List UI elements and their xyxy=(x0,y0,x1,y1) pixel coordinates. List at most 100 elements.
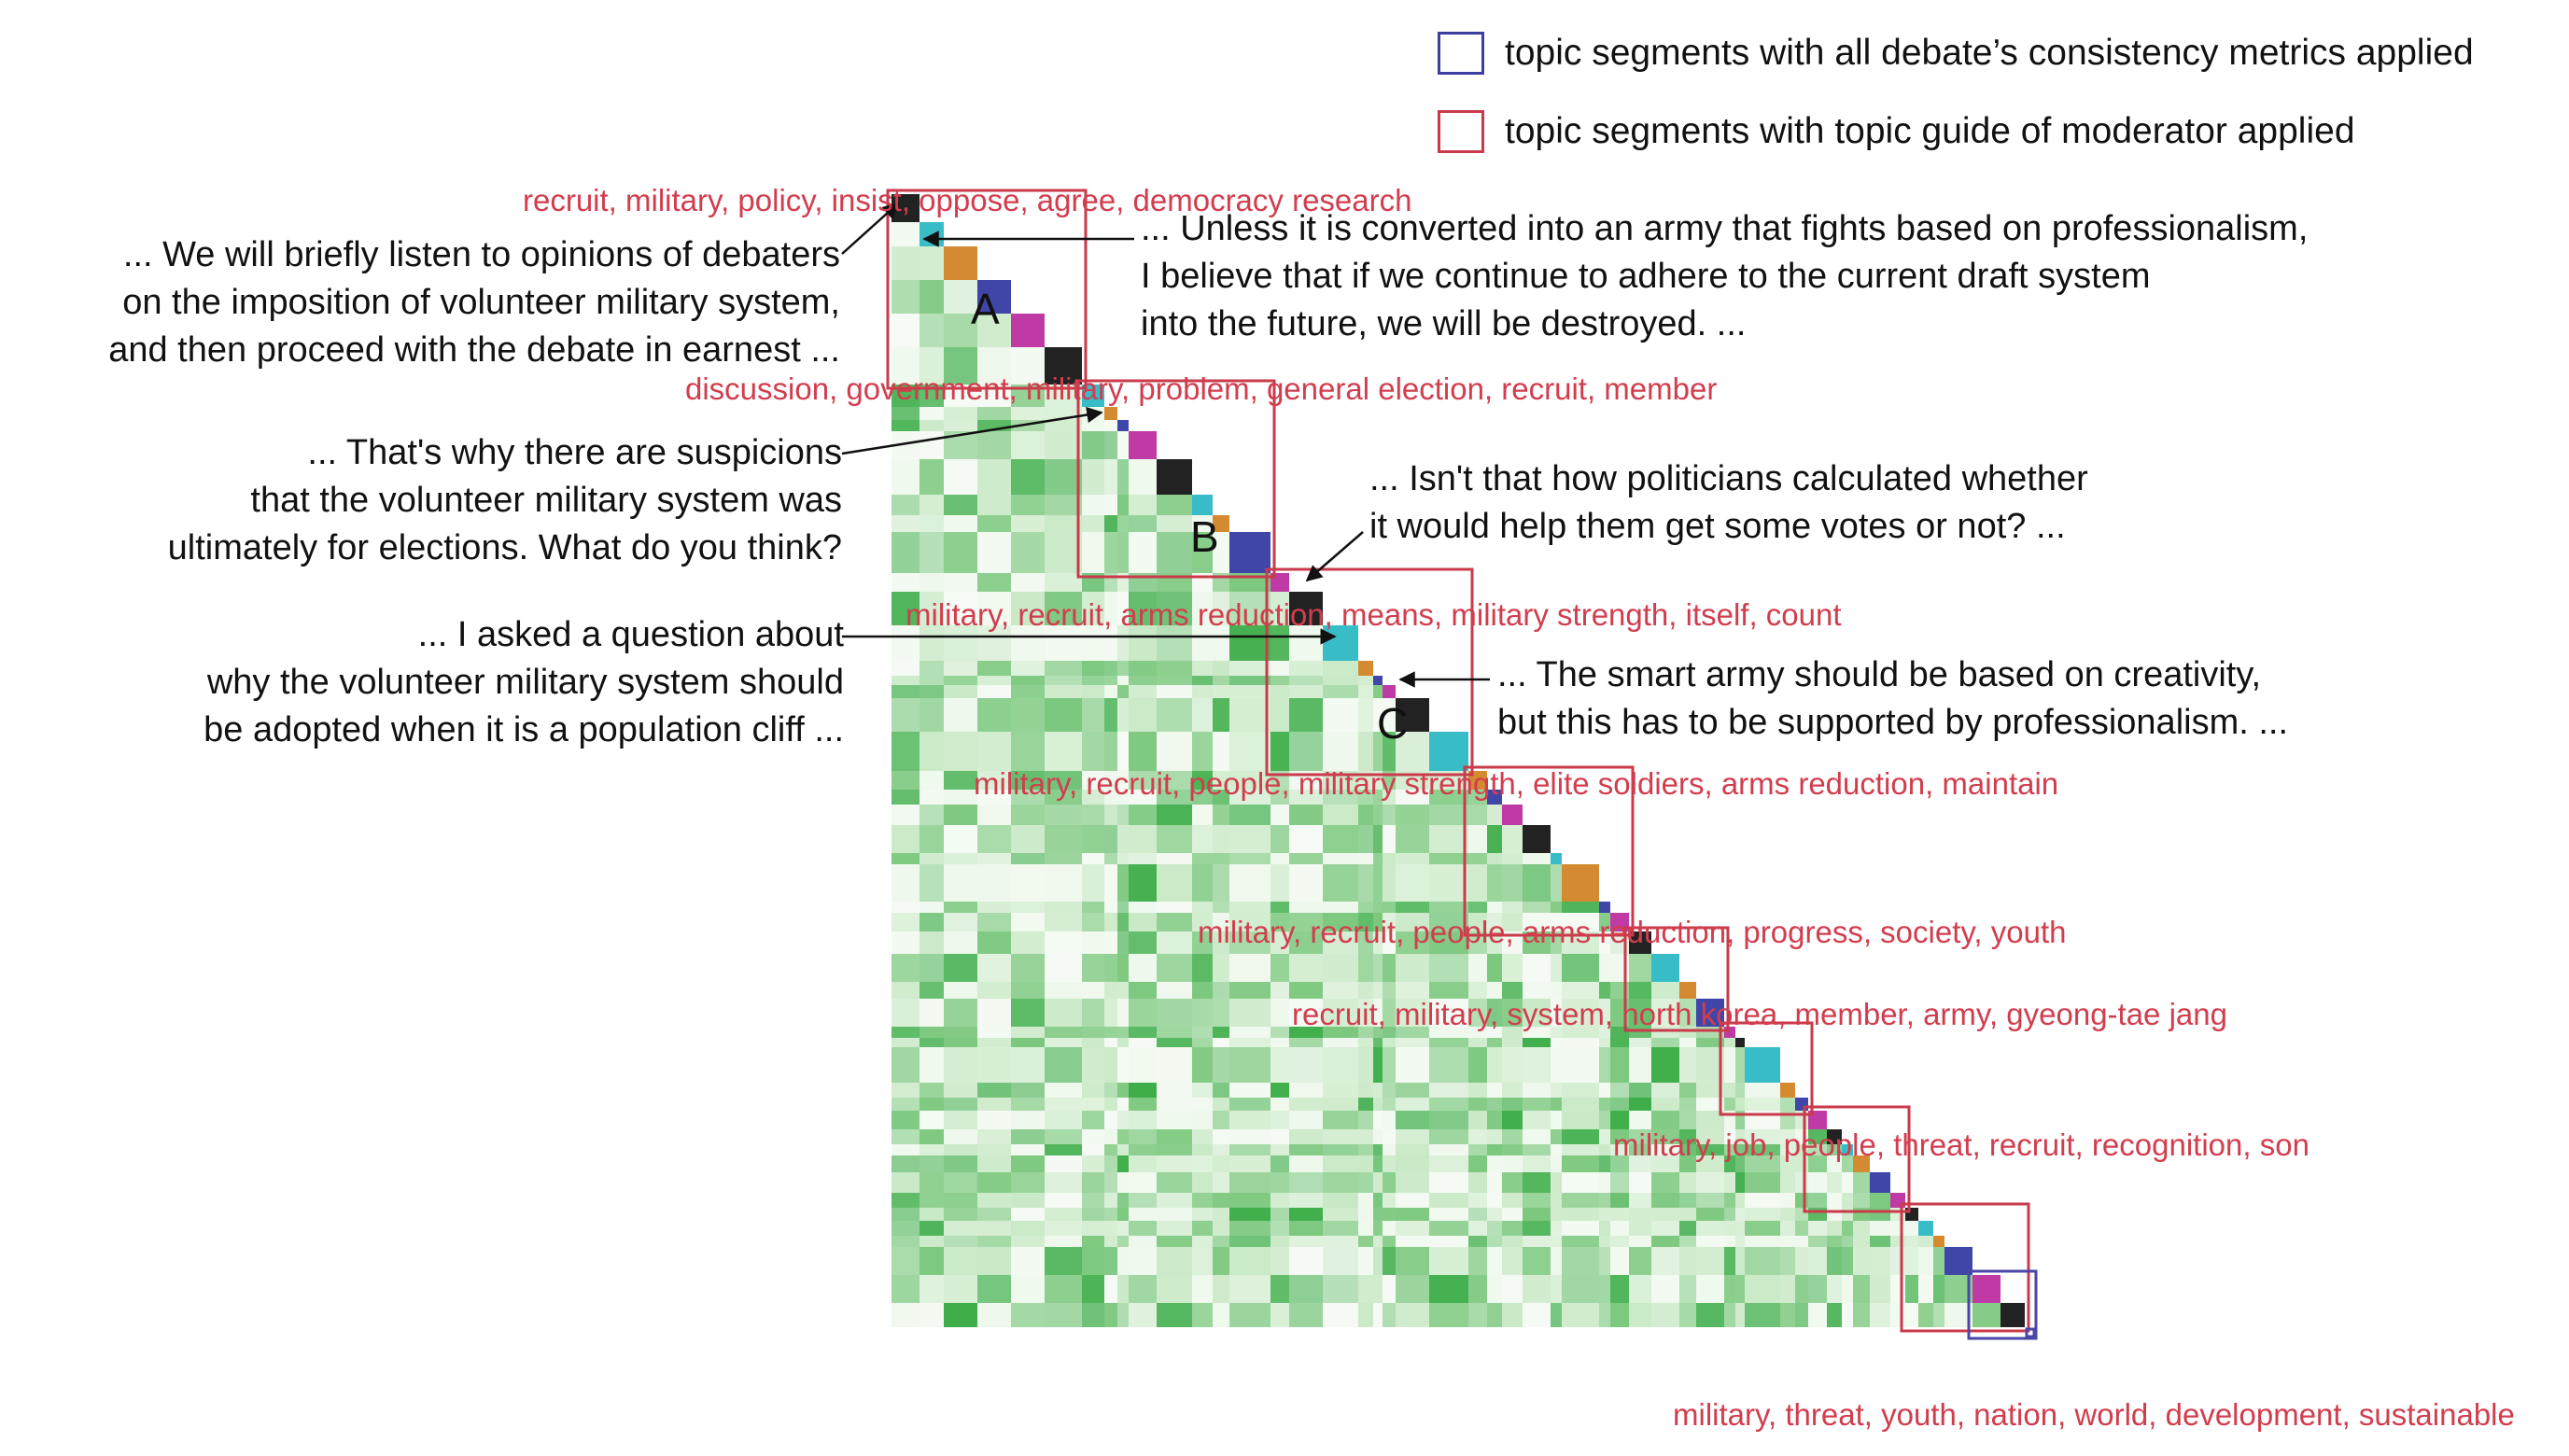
legend-item-moderator: topic segments with topic guide of moder… xyxy=(1438,110,2355,153)
heatmap-cell xyxy=(1396,1098,1429,1111)
heatmap-cell xyxy=(1104,676,1117,685)
heatmap-cell xyxy=(1599,1111,1610,1129)
diagonal-block xyxy=(1679,982,1696,999)
heatmap-cell xyxy=(1610,1038,1629,1047)
heatmap-cell xyxy=(1358,1172,1373,1193)
heatmap-cell xyxy=(1192,982,1213,999)
heatmap-cell xyxy=(1745,1083,1780,1098)
heatmap-cell xyxy=(1157,1303,1192,1327)
heatmap-cell xyxy=(1011,1083,1045,1098)
heatmap-cell xyxy=(1270,1038,1289,1047)
heatmap-cell xyxy=(1629,1193,1651,1208)
heatmap-cell xyxy=(1129,1155,1157,1172)
heatmap-cell xyxy=(1104,1144,1117,1155)
heatmap-cell xyxy=(920,954,944,982)
heatmap-cell xyxy=(1373,1303,1383,1327)
heatmap-cell xyxy=(1213,732,1229,771)
heatmap-cell xyxy=(944,1047,977,1083)
heatmap-cell xyxy=(1045,825,1082,853)
heatmap-cell xyxy=(1696,1083,1724,1098)
heatmap-cell xyxy=(1082,698,1104,732)
heatmap-cell xyxy=(1827,1155,1842,1172)
heatmap-cell xyxy=(1651,1172,1679,1193)
heatmap-cell xyxy=(1270,902,1289,913)
heatmap-cell xyxy=(1373,1047,1383,1083)
heatmap-cell xyxy=(1229,805,1270,825)
heatmap-cell xyxy=(1599,913,1610,931)
heatmap-cell xyxy=(891,222,920,246)
heatmap-cell xyxy=(1011,661,1045,676)
heatmap-cell xyxy=(1129,913,1157,931)
heatmap-cell xyxy=(1610,1208,1629,1221)
heatmap-cell xyxy=(1724,1038,1735,1047)
heatmap-cell xyxy=(1651,1193,1679,1208)
heatmap-cell xyxy=(1523,902,1551,913)
heatmap-cell xyxy=(1808,1236,1827,1247)
heatmap-cell xyxy=(1011,625,1045,661)
heatmap-cell xyxy=(1396,1047,1429,1083)
heatmap-cell xyxy=(1396,825,1429,853)
heatmap-cell xyxy=(944,573,977,592)
heatmap-cell xyxy=(1129,931,1157,954)
heatmap-cell xyxy=(1117,592,1129,625)
heatmap-cell xyxy=(1011,1247,1045,1275)
heatmap-cell xyxy=(1487,853,1502,864)
heatmap-cell xyxy=(1468,853,1487,864)
heatmap-cell xyxy=(1487,805,1502,825)
heatmap-cell xyxy=(1429,1208,1468,1221)
heatmap-cell xyxy=(1745,1247,1780,1275)
heatmap-cell xyxy=(1724,1236,1735,1247)
heatmap-cell xyxy=(1735,1208,1745,1221)
heatmap-cell xyxy=(1323,1172,1358,1193)
heatmap-cell xyxy=(1562,982,1599,999)
heatmap-cell xyxy=(1629,1038,1651,1047)
heatmap-cell xyxy=(1396,732,1429,771)
heatmap-cell xyxy=(1192,515,1213,532)
heatmap-cell xyxy=(1045,676,1082,685)
heatmap-cell xyxy=(891,1208,920,1221)
heatmap-cell xyxy=(1780,1193,1795,1208)
heatmap-cell xyxy=(944,825,977,853)
heatmap-cell xyxy=(1523,1303,1551,1327)
heatmap-cell xyxy=(1011,999,1045,1027)
heatmap-cell xyxy=(920,1303,944,1327)
heatmap-cell xyxy=(1870,1247,1890,1275)
diagonal-block xyxy=(1289,592,1323,625)
heatmap-cell xyxy=(920,1208,944,1221)
heatmap-cell xyxy=(1651,1221,1679,1236)
heatmap-cell xyxy=(1011,1275,1045,1303)
heatmap-cell xyxy=(1429,1303,1468,1327)
heatmap-cell xyxy=(1373,1208,1383,1221)
heatmap-cell xyxy=(1487,999,1502,1027)
heatmap-cell xyxy=(1429,982,1468,999)
heatmap-cell xyxy=(891,825,920,853)
heatmap-cell xyxy=(1117,1236,1129,1247)
heatmap-cell xyxy=(977,1111,1011,1129)
heatmap-cell xyxy=(1011,853,1045,864)
heatmap-cell xyxy=(1082,1221,1104,1236)
heatmap-cell xyxy=(1853,1221,1870,1236)
heatmap-cell xyxy=(920,314,944,347)
heatmap-cell xyxy=(920,790,944,805)
segment-box-red xyxy=(1463,765,1635,937)
heatmap-cell xyxy=(1396,931,1429,954)
segment-letter-b: B xyxy=(1190,512,1219,561)
heatmap-cell xyxy=(1129,864,1157,902)
quote-line: ... Unless it is converted into an army … xyxy=(1141,209,2309,248)
heatmap-cell xyxy=(891,685,920,698)
heatmap-cell xyxy=(1780,1247,1795,1275)
heatmap-cell xyxy=(977,1083,1011,1098)
heatmap-cell xyxy=(1523,954,1551,982)
heatmap-cell xyxy=(1270,685,1289,698)
heatmap-cell xyxy=(1890,1236,1905,1247)
heatmap-cell xyxy=(1853,1275,1870,1303)
heatmap-cell xyxy=(1468,1275,1487,1303)
heatmap-cell xyxy=(1562,1083,1599,1098)
heatmap-cell xyxy=(1323,1038,1358,1047)
heatmap-cell xyxy=(1651,1038,1679,1047)
segment-box-red xyxy=(1719,1021,1814,1116)
heatmap-cell xyxy=(1289,805,1323,825)
heatmap-cell xyxy=(977,805,1011,825)
heatmap-cell xyxy=(1157,661,1192,676)
heatmap-cell xyxy=(1117,1027,1129,1038)
